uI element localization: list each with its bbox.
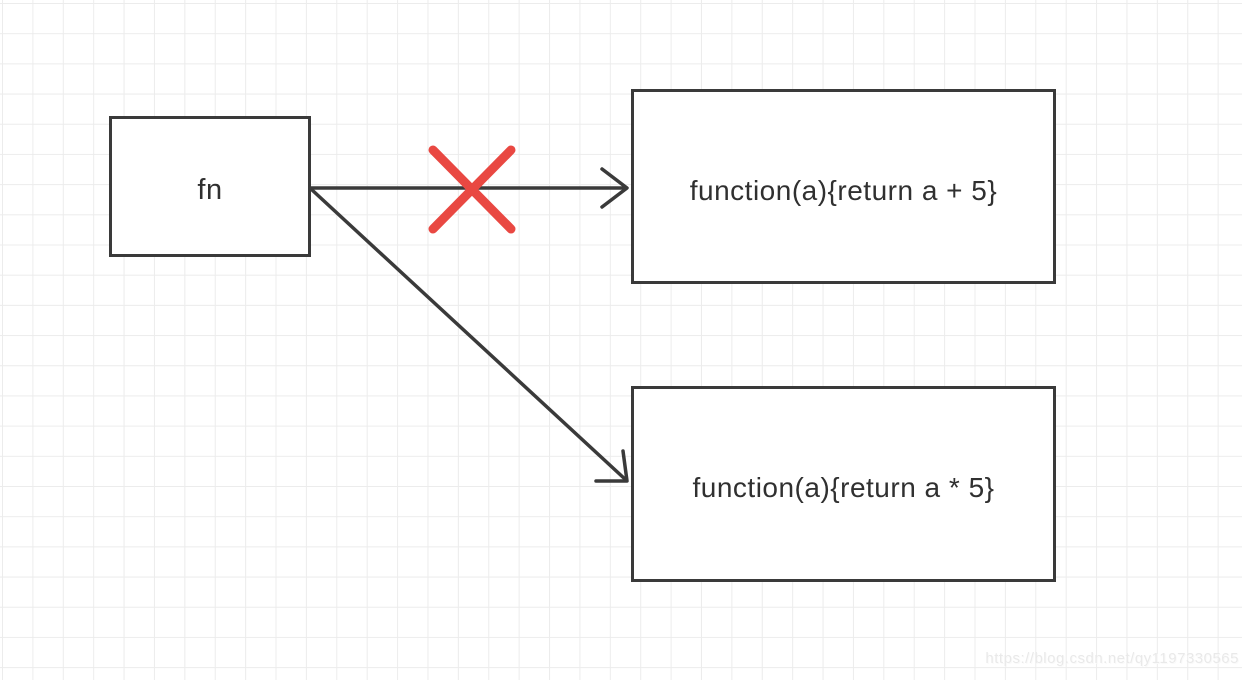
arrowhead-icon — [594, 449, 629, 483]
node-function-mul-label: function(a){return a * 5} — [692, 472, 995, 503]
edge-fn-to-add[interactable] — [311, 167, 629, 209]
node-function-add[interactable]: function(a){return a + 5} — [631, 89, 1056, 284]
red-cross-stroke — [428, 145, 516, 234]
red-cross-stroke — [428, 145, 516, 234]
node-function-mul[interactable]: function(a){return a * 5} — [631, 386, 1056, 582]
red-cross-icon — [428, 145, 516, 234]
node-fn-label: fn — [197, 174, 223, 206]
arrowhead-icon — [600, 167, 629, 209]
edge-line[interactable] — [309, 187, 628, 482]
watermark: https://blog.csdn.net/qy1197330565 — [985, 650, 1239, 667]
node-fn[interactable]: fn — [109, 116, 311, 257]
node-function-add-label: function(a){return a + 5} — [689, 174, 998, 206]
edge-fn-to-mul[interactable] — [309, 187, 629, 483]
